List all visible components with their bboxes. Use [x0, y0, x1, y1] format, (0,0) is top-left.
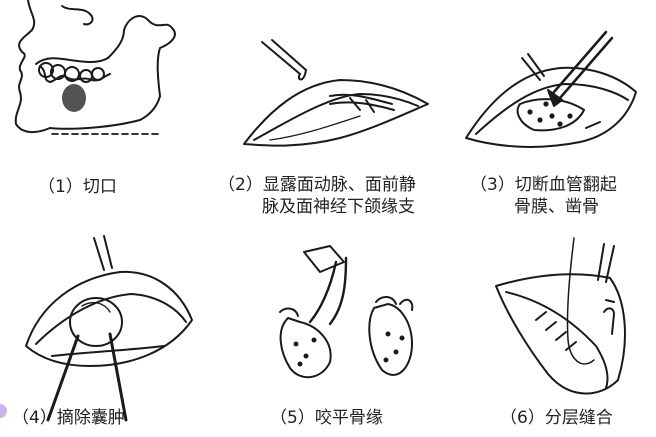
panel-1-caption-line-1: （1）切口: [38, 177, 117, 197]
panel-6-illustration: [495, 237, 626, 395]
panel-4-illustration: [25, 235, 193, 422]
scroll-indicator: [0, 404, 7, 418]
panel-2-caption: （2）显露面动脉、面前静 脉及面神经下颌缘支: [218, 174, 416, 218]
panel-1-caption: （1）切口: [38, 176, 117, 198]
panel-6-caption: （6）分层缝合: [500, 407, 613, 429]
panel-2-caption-line-1: （2）显露面动脉、面前静: [218, 175, 416, 195]
panel-3-caption-line-2: 骨膜、凿骨: [514, 197, 599, 217]
panel-6-caption-line-1: （6）分层缝合: [500, 408, 613, 428]
panel-5-illustration: [279, 245, 414, 378]
panel-3-caption: （3）切断血管翻起 骨膜、凿骨: [470, 174, 617, 218]
panel-4-caption: （4）摘除囊肿: [12, 407, 125, 429]
panel-5-caption: （5）咬平骨缘: [270, 407, 383, 429]
panel-3-illustration: [465, 30, 637, 148]
panel-1-illustration: [14, 0, 176, 135]
panel-5-caption-line-1: （5）咬平骨缘: [270, 408, 383, 428]
panel-4-caption-line-1: （4）摘除囊肿: [12, 408, 125, 428]
panel-2-illustration: [243, 39, 429, 147]
panel-2-caption-line-2: 脉及面神经下颌缘支: [262, 197, 415, 217]
panel-3-caption-line-1: （3）切断血管翻起: [470, 175, 617, 195]
